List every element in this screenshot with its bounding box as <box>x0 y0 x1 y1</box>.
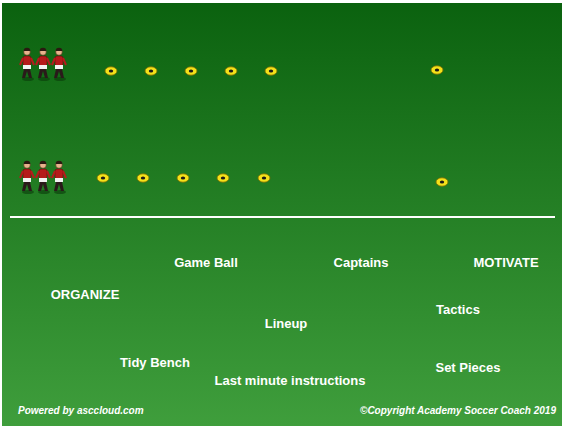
note-label: Lineup <box>265 317 308 332</box>
note-label: Last minute instructions <box>215 374 366 389</box>
note-label: Tactics <box>436 303 480 318</box>
divider-line <box>10 216 555 218</box>
note-label: Captains <box>334 256 389 271</box>
cones-row-1 <box>105 66 443 75</box>
grass <box>2 3 562 426</box>
players-row-2 <box>20 161 66 194</box>
note-label: ORGANIZE <box>51 288 120 303</box>
cones-row-2 <box>97 174 448 186</box>
footer-credit: Powered by asccloud.com <box>18 405 144 417</box>
note-label: Tidy Bench <box>120 356 190 371</box>
note-label: MOTIVATE <box>473 256 538 271</box>
players-row-1 <box>20 48 66 81</box>
footer-copyright: ©Copyright Academy Soccer Coach 2019 <box>360 405 556 417</box>
note-label: Game Ball <box>174 256 238 271</box>
note-label: Set Pieces <box>435 361 500 376</box>
